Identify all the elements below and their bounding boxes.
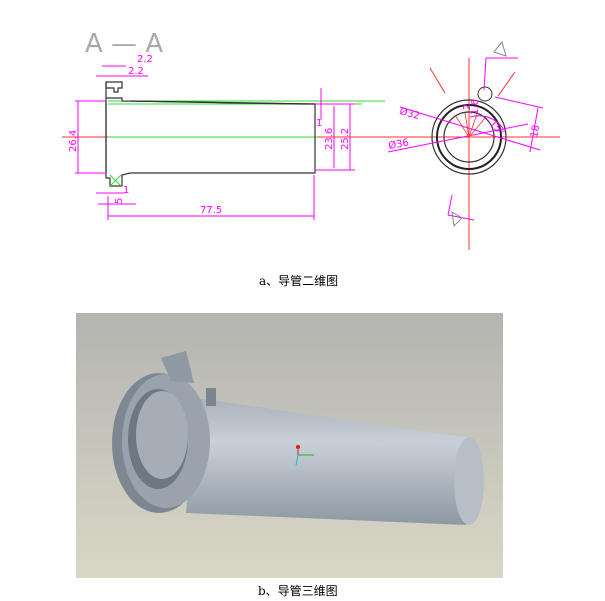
dim-dia-36: Ø36 xyxy=(387,137,409,152)
guide-tube-2d-drawing: A — A 2.2 2.2 26.4 5 1 77.5 23.6 25.2 1 xyxy=(62,29,560,250)
guide-tube-3d-render xyxy=(76,313,503,578)
section-label: A — A xyxy=(85,29,163,59)
dim-slot-2-2-b: 2.2 xyxy=(128,66,144,77)
dim-slot-2: 2 xyxy=(462,104,473,110)
dim-1: 1 xyxy=(123,185,129,196)
dim-18: 18 xyxy=(529,124,542,138)
dim-slot-2-2-a: 2.2 xyxy=(137,54,153,65)
tube-end-view: Ø32 Ø36 15° 2 1.6 18 xyxy=(364,40,560,250)
coordinate-axes-icon xyxy=(295,445,314,466)
caption-b: b、导管三维图 xyxy=(258,584,338,598)
dim-dia-32: Ø32 xyxy=(398,105,421,122)
dim-25-2: 25.2 xyxy=(340,128,351,150)
dim-23-6: 23.6 xyxy=(324,128,335,150)
dim-slot-1-6: 1.6 xyxy=(470,99,481,115)
dim-angle-15: 15° xyxy=(487,118,507,138)
tube-side-view xyxy=(105,81,316,187)
caption-a: a、导管二维图 xyxy=(259,274,339,288)
dim-26-4: 26.4 xyxy=(68,130,79,152)
dim-77-5: 77.5 xyxy=(200,205,222,216)
dim-5: 5 xyxy=(114,198,125,204)
dim-chamfer: 1 xyxy=(316,118,322,129)
